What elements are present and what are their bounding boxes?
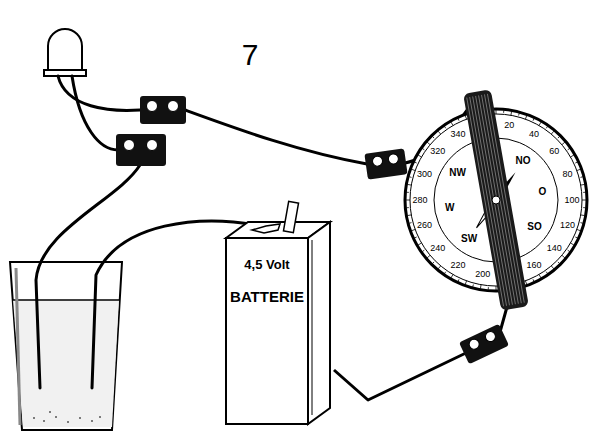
dial-number: 140 <box>547 244 562 253</box>
battery: 4,5 VoltBATTERIE <box>222 200 334 428</box>
compass-direction: SW <box>461 234 477 244</box>
led-rim <box>44 70 86 76</box>
dial-number: 340 <box>450 130 465 139</box>
dial-number: 40 <box>529 130 539 139</box>
dial-number: 160 <box>526 261 541 270</box>
battery-label: BATTERIE <box>230 289 304 304</box>
dial-number: 260 <box>417 221 432 230</box>
compass-dial <box>404 108 588 292</box>
glass-shading <box>16 268 20 425</box>
compass-direction: O <box>538 187 546 197</box>
dial-number: 240 <box>430 244 445 253</box>
dial-number: 300 <box>417 170 432 179</box>
wire <box>334 290 512 400</box>
compass-direction: W <box>445 203 454 213</box>
dial-number: 200 <box>475 270 490 279</box>
terminal-block <box>364 148 407 179</box>
dial-number: 80 <box>562 170 572 179</box>
figure-number: 7 <box>242 40 259 70</box>
led-bulb <box>48 29 82 72</box>
battery-body <box>222 200 334 428</box>
water <box>13 300 119 427</box>
dial-number: 220 <box>450 261 465 270</box>
dial-number: 100 <box>564 196 579 205</box>
glass <box>10 262 122 430</box>
sediment <box>33 411 101 423</box>
water-line <box>13 299 119 301</box>
terminal-block <box>116 96 186 166</box>
dial-number: 60 <box>549 147 559 156</box>
dial-number: 120 <box>560 221 575 230</box>
dial-number: 20 <box>504 121 514 130</box>
compass-direction: SO <box>527 222 541 232</box>
compass-direction: NO <box>515 156 530 166</box>
terminal-block <box>459 324 509 364</box>
battery-label: 4,5 Volt <box>244 258 289 271</box>
dial-number: 320 <box>430 147 445 156</box>
compass-direction: NW <box>449 168 466 178</box>
compass: 20 40 60 80 100 120 140 160 200 220 240 260 280 300 32… <box>404 108 588 292</box>
dial-number: 280 <box>412 196 427 205</box>
